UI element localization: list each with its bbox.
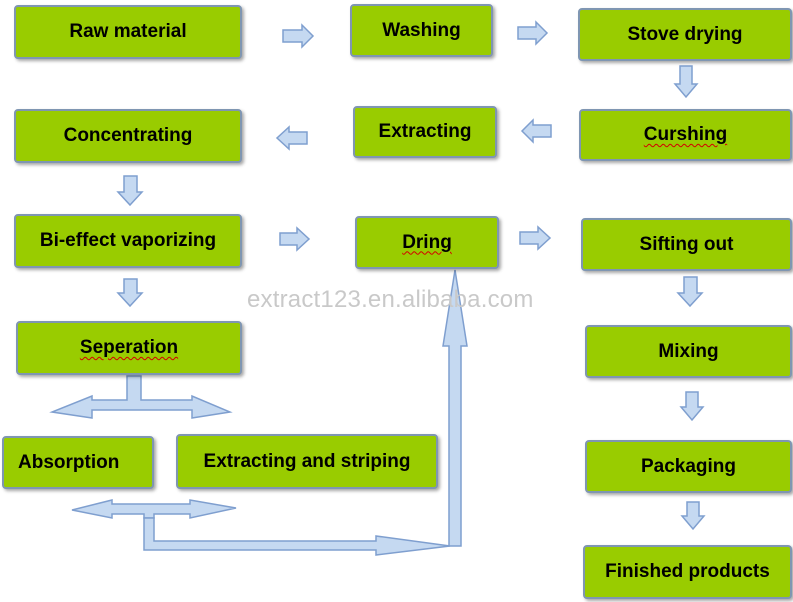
step-curshing: Curshing [579,109,792,161]
step-extracting: Extracting [353,106,497,158]
arrow-concentrating-to-bieffect [116,175,144,207]
step-packaging: Packaging [585,440,792,493]
step-mixing-label: Mixing [658,340,719,362]
watermark-text: extract123.en.alibaba.com [247,286,534,313]
step-seperation-label: Seperation [79,337,179,358]
step-dring: Dring [355,216,499,269]
step-absorption-label: Absorption [18,451,120,473]
arrow-curshing-to-extracting [520,118,552,144]
arrow-bieffect-to-dring [279,226,311,252]
step-stove-drying-label: Stove drying [627,23,743,45]
step-washing: Washing [350,4,493,57]
arrow-extracting-to-concentrating [275,125,308,151]
arrow-merge-to-dring [143,517,451,556]
arrow-seperation-split [49,375,233,419]
step-bi-effect-vaporizing-label: Bi-effect vaporizing [39,230,217,251]
arrow-up-to-dring [442,269,468,547]
step-finished-products: Finished products [583,545,792,599]
step-seperation: Seperation [16,321,242,375]
arrow-washing-to-stove [517,20,549,46]
step-raw-material: Raw material [14,5,242,59]
step-extracting-and-striping: Extracting and striping [176,434,438,489]
arrow-dring-to-sifting [519,225,552,251]
step-sifting-out-label: Sifting out [639,233,734,255]
step-concentrating: Concentrating [14,109,242,163]
arrow-sifting-to-mixing [676,276,704,308]
step-extracting-label: Extracting [378,121,472,142]
step-mixing: Mixing [585,325,792,378]
arrow-raw-to-washing [282,23,315,49]
step-extracting-and-striping-label: Extracting and striping [203,450,411,472]
step-curshing-label: Curshing [643,124,728,145]
step-finished-products-label: Finished products [605,561,770,582]
arrow-packaging-to-finished [680,501,706,531]
arrow-stove-to-curshing [673,65,699,99]
step-packaging-label: Packaging [640,455,737,477]
step-washing-label: Washing [382,19,461,41]
step-raw-material-label: Raw material [69,21,187,42]
arrow-bieffect-to-seperation [116,278,144,308]
step-concentrating-label: Concentrating [63,125,193,146]
step-dring-label: Dring [402,231,452,253]
arrow-mixing-to-packaging [679,391,705,422]
step-bi-effect-vaporizing: Bi-effect vaporizing [14,214,242,268]
arrow-merge [71,499,237,519]
step-sifting-out: Sifting out [581,218,792,271]
step-absorption: Absorption [2,436,154,489]
step-stove-drying: Stove drying [578,8,792,61]
